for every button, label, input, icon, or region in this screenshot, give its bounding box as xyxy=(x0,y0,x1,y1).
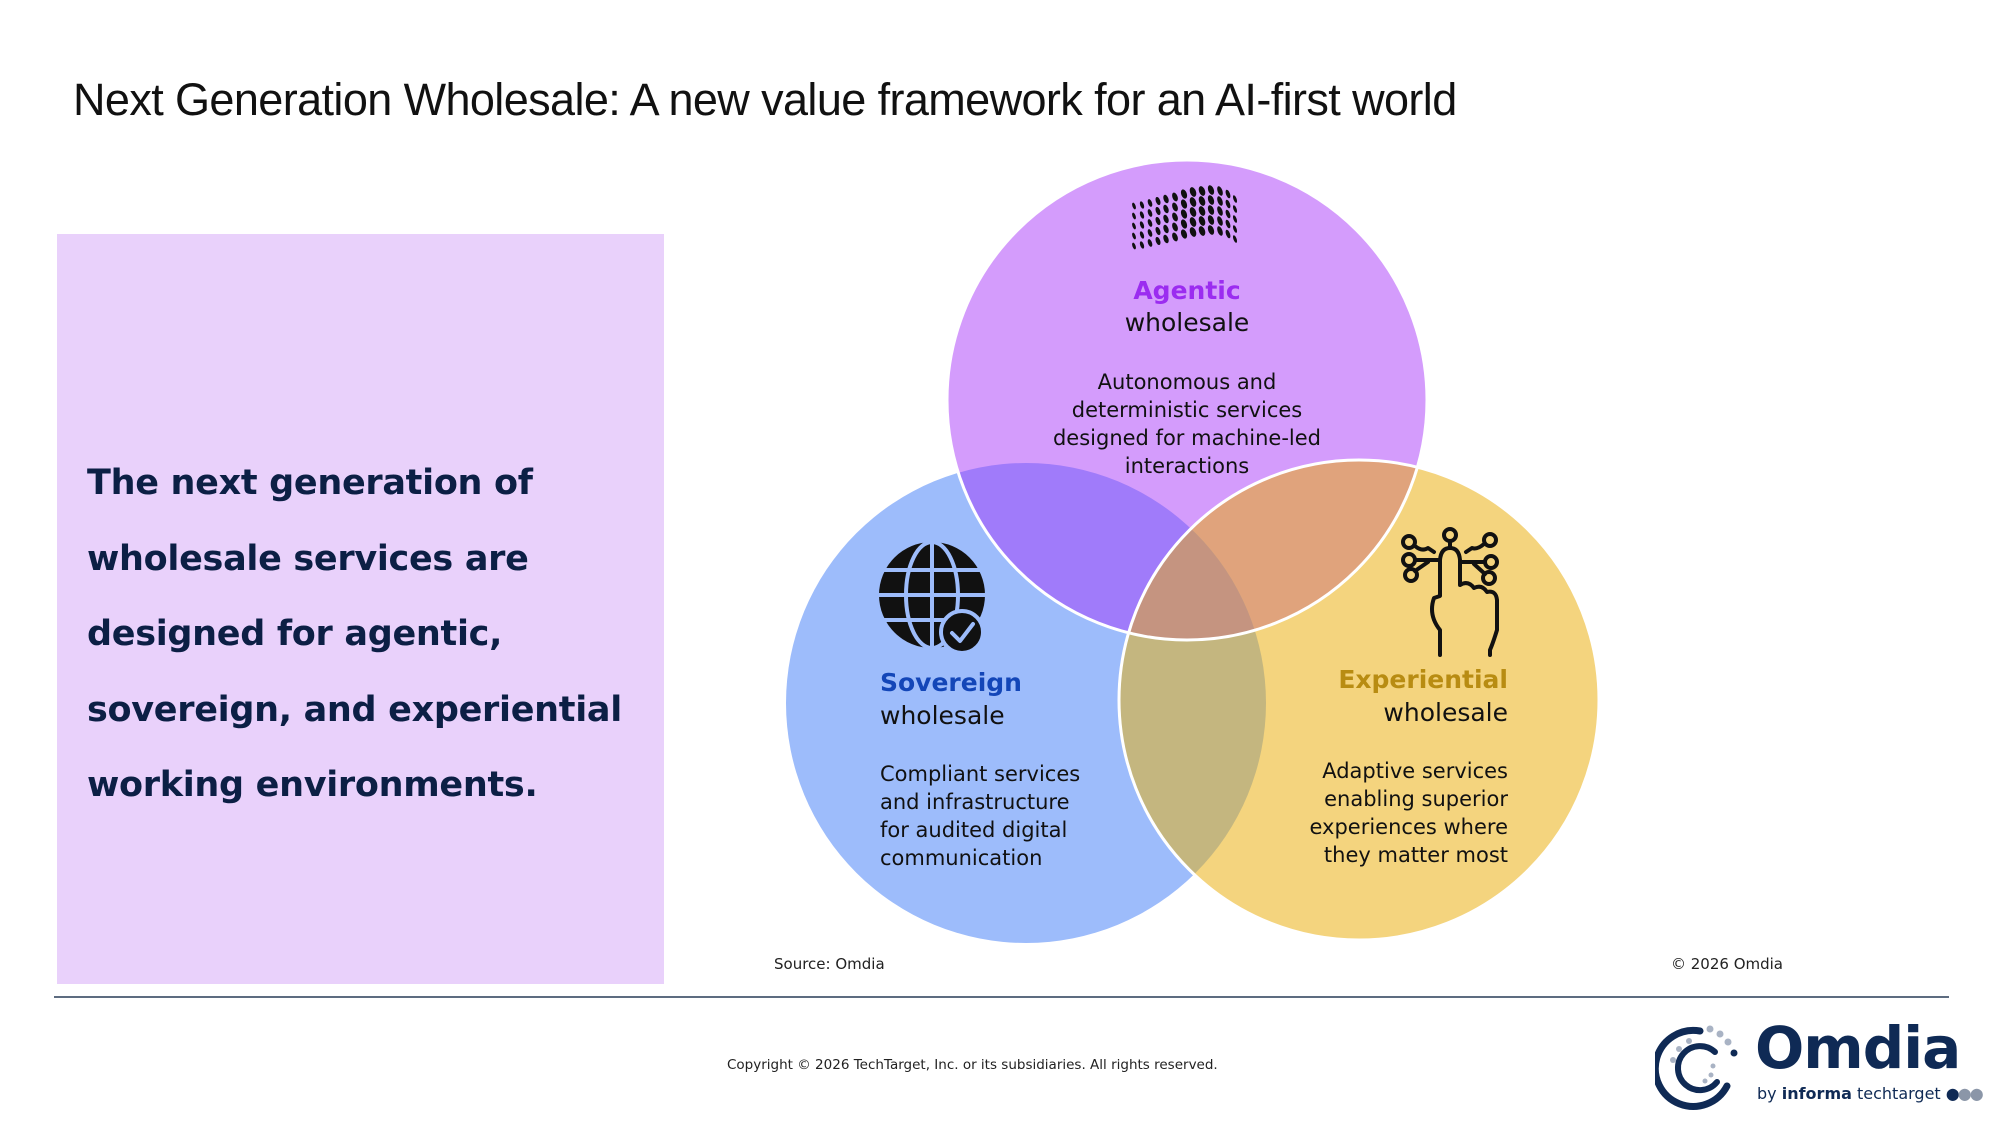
summary-panel: The next generation of wholesale service… xyxy=(57,234,664,984)
sovereign-subheading: wholesale xyxy=(880,701,1005,730)
sovereign-heading: Sovereign xyxy=(880,668,1022,697)
omdia-wordmark: Omdia xyxy=(1755,1014,1961,1082)
footer-divider xyxy=(54,996,1949,998)
experiential-heading: Experiential xyxy=(1338,665,1508,694)
experiential-description: Adaptive services enabling superior expe… xyxy=(1309,759,1508,867)
globe-check-icon xyxy=(879,540,985,655)
agentic-description: Autonomous and deterministic services de… xyxy=(1052,370,1322,478)
omdia-swirl-icon xyxy=(1655,1025,1738,1110)
overlap-agentic-sovereign xyxy=(947,463,1266,640)
agentic-subheading: wholesale xyxy=(1124,308,1250,337)
summary-text: The next generation of wholesale service… xyxy=(87,463,622,805)
agentic-heading: Agentic xyxy=(1133,276,1241,305)
slide-title: Next Generation Wholesale: A new value f… xyxy=(73,74,1457,125)
dots-icon: ●●● xyxy=(1945,1084,1984,1103)
omdia-copyright: © 2026 Omdia xyxy=(1670,955,1783,973)
logo-byline: by informa techtarget ●●● xyxy=(1757,1084,1984,1103)
source-note: Source: Omdia xyxy=(774,955,885,973)
overlap-agentic-experiential xyxy=(1119,460,1427,640)
copyright-line: Copyright © 2026 TechTarget, Inc. or its… xyxy=(727,1057,1218,1073)
touch-network-icon xyxy=(1401,527,1499,657)
sovereign-description: Compliant services and infrastructure fo… xyxy=(880,762,1081,870)
experiential-subheading: wholesale xyxy=(1383,698,1508,727)
dot-wave-icon xyxy=(1131,185,1238,250)
omdia-logo: Omdia by informa techtarget ●●● xyxy=(1655,1014,1984,1117)
